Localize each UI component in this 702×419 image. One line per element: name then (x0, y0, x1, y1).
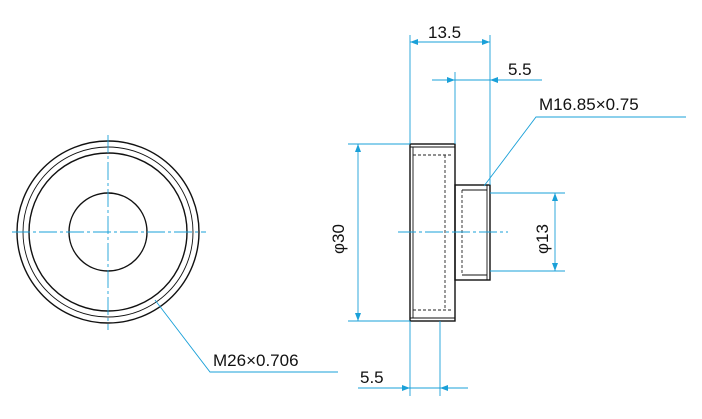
body-thread-leader (154, 299, 338, 373)
arrow (447, 77, 455, 83)
arrow (440, 385, 448, 391)
label-body-thread: M26×0.706 (213, 351, 299, 370)
shaft-thread-leader (483, 116, 686, 187)
arrow (552, 263, 558, 271)
shaft-thread-callout: M16.85×0.75 (483, 95, 686, 187)
arrow (355, 144, 361, 152)
arrow (482, 39, 490, 45)
arrow (355, 313, 361, 321)
dim-body-diameter: φ30 (329, 143, 410, 322)
label-13-5: 13.5 (428, 23, 461, 42)
label-5-5-bottom: 5.5 (360, 368, 384, 387)
arrow (490, 77, 498, 83)
label-phi30: φ30 (329, 224, 348, 254)
label-5-5-top: 5.5 (508, 60, 532, 79)
dim-body-thickness: 5.5 (358, 321, 468, 396)
label-shaft-thread: M16.85×0.75 (539, 95, 639, 114)
body-outline (409, 143, 456, 322)
arrow (552, 193, 558, 201)
arrow (410, 39, 418, 45)
dim-shaft-length: 5.5 (432, 60, 542, 144)
front-view (12, 135, 338, 373)
label-phi13: φ13 (533, 224, 552, 254)
arrow (402, 385, 410, 391)
dim-shaft-diameter: φ13 (490, 192, 565, 272)
side-view (398, 143, 508, 322)
shaft-outline (454, 184, 491, 281)
dim-total-length: 13.5 (409, 23, 491, 185)
